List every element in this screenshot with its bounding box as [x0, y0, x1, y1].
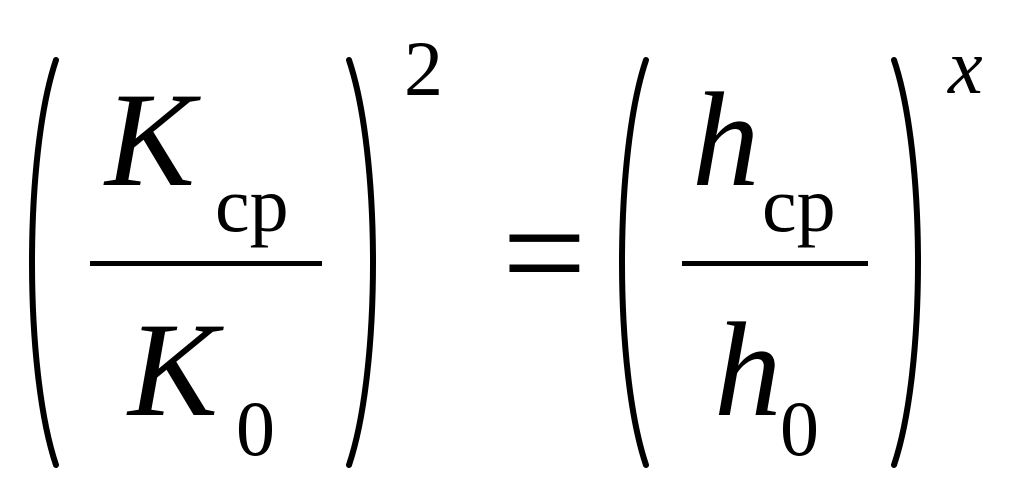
right-fraction-bar: [682, 261, 868, 266]
right-close-paren: [891, 57, 921, 468]
right-open-paren: [619, 57, 649, 468]
right-numerator-symbol: h: [692, 66, 760, 215]
left-open-paren: [29, 57, 59, 468]
left-close-paren: [346, 57, 376, 468]
left-numerator-subscript: ср: [215, 161, 289, 248]
right-denominator-subscript: 0: [780, 385, 819, 472]
right-exponent: x: [948, 23, 983, 110]
left-exponent: 2: [404, 25, 443, 112]
equals-sign: =: [502, 170, 587, 336]
left-fraction-bar: [90, 261, 322, 266]
right-numerator-subscript: ср: [762, 161, 836, 248]
right-denominator-symbol: h: [714, 296, 782, 445]
left-denominator-symbol: K: [128, 296, 219, 445]
left-denominator-subscript: 0: [236, 385, 275, 472]
left-numerator-symbol: K: [105, 66, 196, 215]
